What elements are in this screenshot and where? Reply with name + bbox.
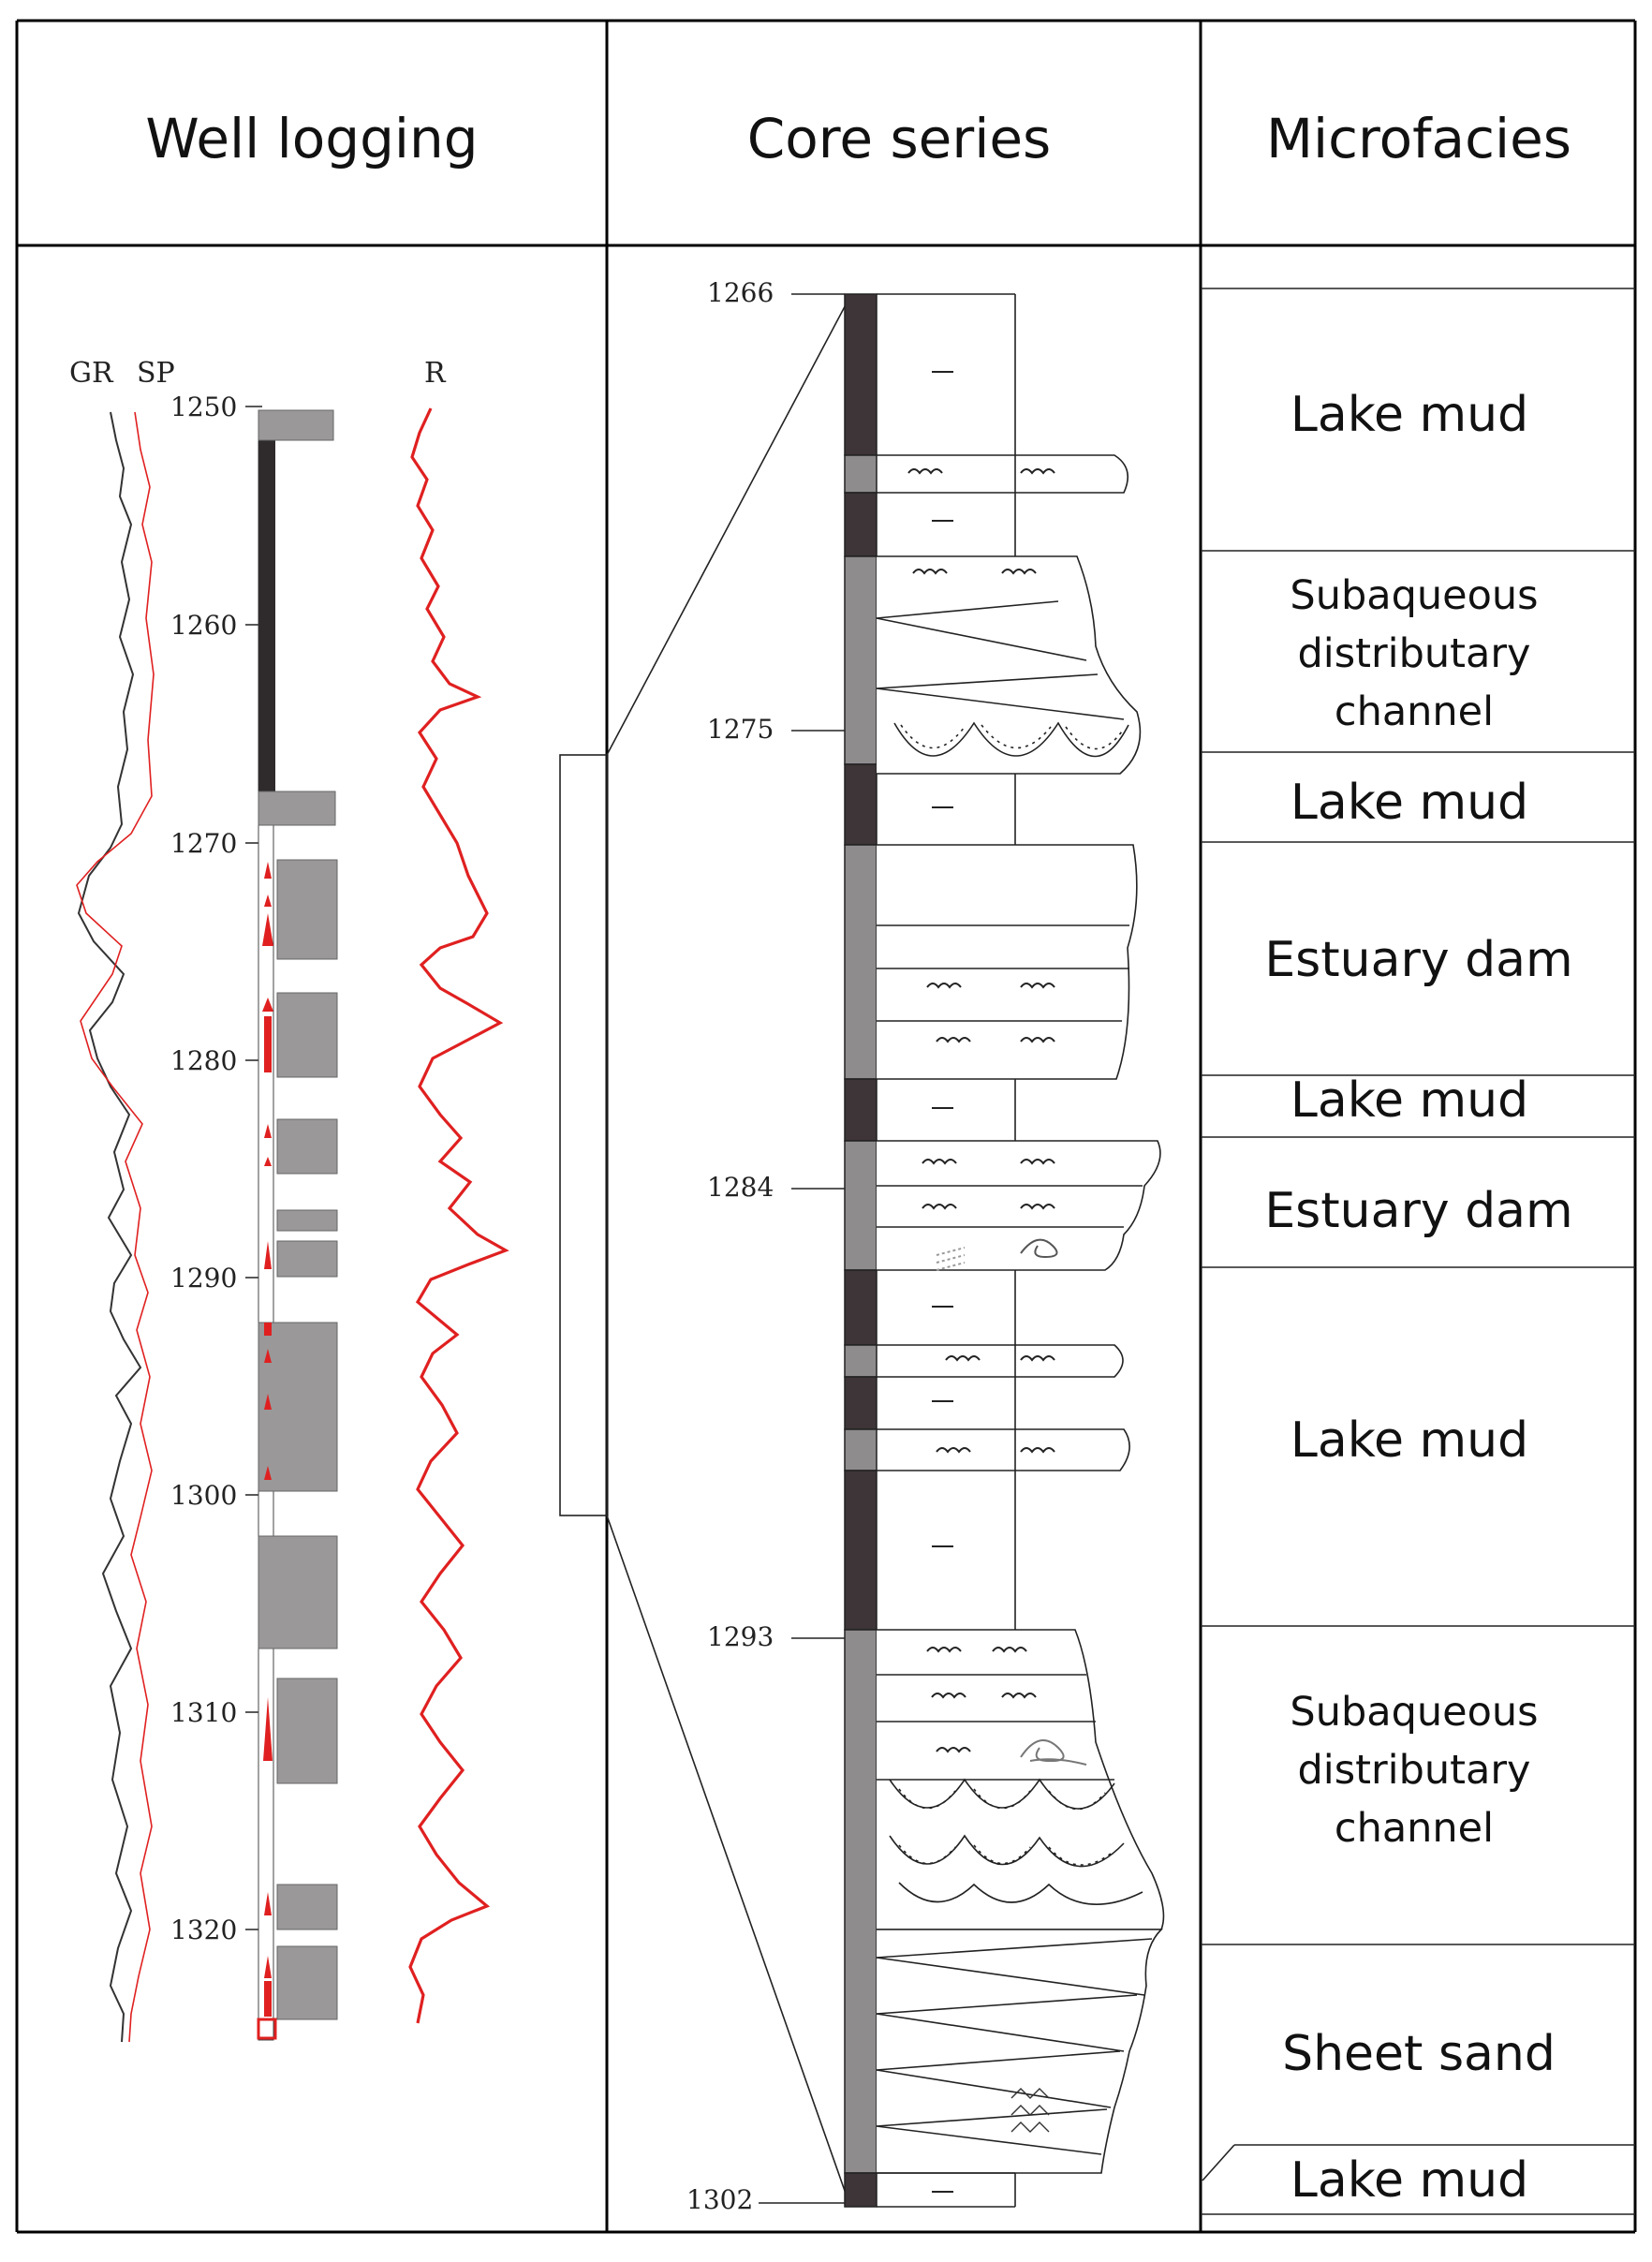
log-depth-axis: 1250 1260 1270 1280 1290 1300 1310 1320 <box>170 392 237 1945</box>
track-label-r: R <box>424 357 447 390</box>
core-depth-label: 1293 <box>707 1621 774 1652</box>
wavy-bedding-icon <box>1001 569 1037 575</box>
core-depth-axis: 1266 1275 1284 1293 1302 <box>686 277 774 2215</box>
facies-label: Lake mud <box>1291 1412 1528 1469</box>
log-sand-block <box>276 992 338 1078</box>
log-sand-block <box>276 1118 338 1175</box>
core-depth-label: 1302 <box>686 2184 753 2215</box>
log-sand-block <box>258 1535 338 1649</box>
wavy-bedding-icon <box>936 1747 971 1753</box>
convolute-bedding-icon <box>1020 1238 1058 1259</box>
wavy-bedding-icon <box>1020 983 1055 989</box>
log-sand-block <box>276 1209 338 1232</box>
wavy-bedding-icon <box>912 569 948 575</box>
log-base-marker <box>257 2018 277 2040</box>
log-depth-label: 1310 <box>170 1697 237 1728</box>
log-depth-label: 1270 <box>170 828 237 859</box>
core-depth-label: 1266 <box>707 277 774 308</box>
core-depth-label: 1284 <box>707 1172 774 1203</box>
facies-label: Lake mud <box>1291 775 1528 831</box>
wavy-bedding-icon <box>1001 1693 1037 1699</box>
convolute-bedding-icon <box>1020 1739 1087 1766</box>
r-log-curve <box>408 407 509 2024</box>
wavy-bedding-icon <box>1020 1447 1055 1454</box>
facies-label: distributary <box>1297 630 1530 677</box>
log-mudstone-block <box>258 440 275 791</box>
facies-label: channel <box>1335 1805 1494 1852</box>
wavy-bedding-icon <box>1020 1037 1055 1043</box>
header-core-series: Core series <box>747 107 1051 170</box>
facies-label: Sheet sand <box>1282 2026 1556 2082</box>
log-lithology-column <box>257 409 338 2041</box>
climbing-ripple-icon <box>936 1247 966 1271</box>
log-depth-label: 1250 <box>170 392 237 422</box>
facies-label: Estuary dam <box>1264 1183 1572 1239</box>
core-lithology-strip <box>844 293 878 2208</box>
log-sand-block <box>276 1678 338 1784</box>
wavy-bedding-icon <box>931 1693 966 1699</box>
facies-label: Subaqueous <box>1290 572 1538 619</box>
log-sand-block <box>258 409 334 441</box>
microfacies-labels: Lake mud Subaqueous distributary channel… <box>1264 387 1572 2209</box>
track-label-sp: SP <box>137 357 175 390</box>
wavy-bedding-icon <box>926 1647 962 1653</box>
wavy-bedding-icon <box>907 468 943 475</box>
facies-label: Estuary dam <box>1264 932 1572 988</box>
facies-label: Lake mud <box>1291 1072 1528 1129</box>
header-microfacies: Microfacies <box>1266 107 1571 170</box>
log-sand-block <box>276 859 338 960</box>
core-depth-label: 1275 <box>707 714 774 745</box>
wavy-bedding-icon <box>936 1037 971 1043</box>
wavy-bedding-icon <box>1020 468 1055 475</box>
facies-label: Lake mud <box>1291 387 1528 443</box>
wavy-bedding-icon <box>926 983 962 989</box>
track-label-gr: GR <box>69 357 114 390</box>
wavy-bedding-icon <box>1020 1204 1055 1210</box>
log-sand-block <box>276 1884 338 1930</box>
header-well-logging: Well logging <box>145 107 478 170</box>
log-trend-markers <box>262 862 273 2017</box>
log-depth-label: 1300 <box>170 1480 237 1511</box>
log-depth-label: 1260 <box>170 610 237 641</box>
core-depth-ticks <box>759 293 845 2204</box>
log-sand-block <box>276 1945 338 2020</box>
core-profile <box>876 293 1165 2208</box>
log-sand-block <box>258 791 336 826</box>
facies-label: distributary <box>1297 1747 1530 1794</box>
gr-log-curve <box>77 411 142 2043</box>
core-symbols <box>907 371 1087 2193</box>
log-sand-block <box>276 1240 338 1278</box>
wavy-bedding-icon <box>922 1159 957 1165</box>
log-depth-label: 1290 <box>170 1263 237 1294</box>
wavy-bedding-icon <box>1020 1159 1055 1165</box>
microfacies-dividers <box>1201 288 1635 2215</box>
wavy-bedding-icon <box>945 1355 981 1362</box>
wavy-bedding-icon <box>992 1647 1027 1653</box>
sp-log-curve <box>76 411 155 2043</box>
wavy-bedding-icon <box>1020 1355 1055 1362</box>
facies-label: Subaqueous <box>1290 1689 1538 1736</box>
log-sand-block <box>258 1322 338 1492</box>
wavy-bedding-icon <box>922 1204 957 1210</box>
log-depth-label: 1320 <box>170 1915 237 1945</box>
log-depth-label: 1280 <box>170 1045 237 1076</box>
zoom-bracket <box>559 295 851 2208</box>
climbing-ripple-icon <box>1010 2088 1050 2133</box>
facies-label: channel <box>1335 688 1494 735</box>
wavy-bedding-icon <box>936 1447 971 1454</box>
facies-label: Lake mud <box>1291 2152 1528 2209</box>
